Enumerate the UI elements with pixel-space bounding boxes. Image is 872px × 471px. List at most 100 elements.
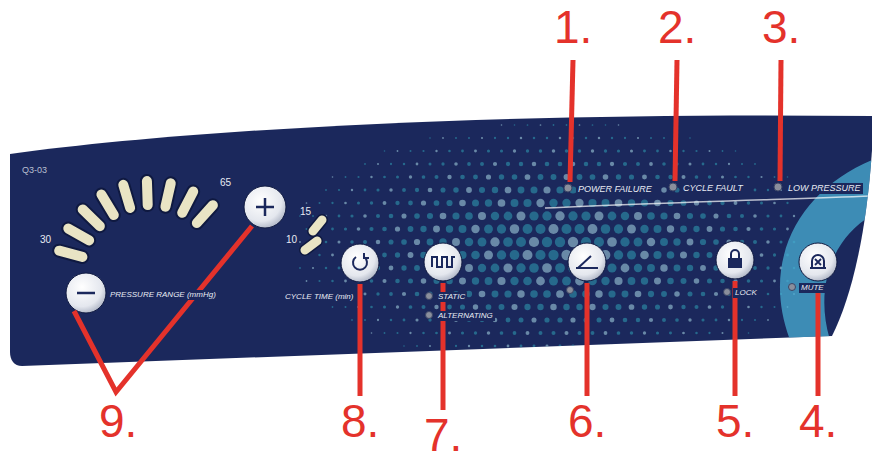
halftone-dot	[617, 331, 621, 335]
halftone-dot	[611, 137, 613, 139]
mode-label: ALTERNATING	[436, 311, 495, 321]
halftone-dot	[510, 224, 520, 234]
halftone-dot	[774, 176, 776, 178]
halftone-dot	[741, 319, 743, 321]
halftone-dot	[550, 304, 556, 310]
halftone-dot	[555, 263, 565, 273]
halftone-dot	[409, 332, 411, 334]
halftone-dot	[389, 266, 394, 271]
halftone-dot	[460, 304, 465, 309]
halftone-dot	[578, 149, 581, 152]
halftone-dot	[465, 212, 473, 220]
halftone-dot	[510, 250, 520, 260]
halftone-dot	[448, 150, 451, 153]
halftone-dot	[472, 200, 479, 207]
halftone-dot	[591, 149, 594, 152]
halftone-dot	[428, 162, 431, 165]
halftone-dot	[420, 226, 426, 232]
halftone-dot	[647, 212, 655, 220]
halftone-dot	[779, 240, 782, 243]
halftone-dot	[527, 124, 529, 126]
halftone-dot	[513, 149, 516, 152]
halftone-dot	[539, 331, 543, 335]
scale-slot-shadow	[182, 192, 193, 213]
halftone-dot	[629, 174, 634, 179]
halftone-dot	[383, 201, 387, 205]
scale-slot-shadow	[123, 185, 130, 208]
halftone-dot	[402, 292, 406, 296]
halftone-dot	[598, 137, 600, 139]
halftone-dot	[504, 290, 511, 297]
halftone-dot	[701, 318, 704, 321]
halftone-dot	[331, 202, 333, 204]
halftone-dot	[688, 162, 691, 165]
halftone-dot	[640, 251, 649, 260]
halftone-dot	[401, 213, 406, 218]
halftone-dot	[465, 264, 473, 272]
halftone-dot	[579, 124, 581, 126]
halftone-dot	[773, 253, 776, 256]
halftone-dot	[441, 162, 444, 165]
halftone-dot	[549, 199, 557, 207]
halftone-dot	[337, 240, 340, 243]
halftone-dot	[687, 239, 694, 246]
halftone-dot	[641, 200, 648, 207]
halftone-dot	[468, 345, 470, 347]
halftone-dot	[526, 358, 528, 360]
halftone-dot	[655, 175, 660, 180]
halftone-dot	[556, 186, 563, 193]
scale-slot	[182, 192, 193, 213]
halftone-dot	[501, 358, 503, 360]
halftone-dot	[662, 318, 666, 322]
halftone-dot	[401, 265, 406, 270]
halftone-dot	[675, 318, 679, 322]
halftone-dot	[741, 163, 743, 165]
halftone-dot	[597, 162, 601, 166]
halftone-dot	[565, 331, 569, 335]
scale-slot-shadow	[59, 251, 82, 257]
halftone-dot	[735, 150, 737, 152]
halftone-dot	[526, 149, 529, 152]
halftone-dot	[452, 212, 459, 219]
halftone-dot	[681, 175, 685, 179]
halftone-dot	[523, 277, 532, 286]
halftone-dot	[434, 305, 438, 309]
halftone-dot	[523, 250, 533, 260]
halftone-dot	[568, 211, 577, 220]
halftone-dot	[325, 241, 328, 244]
scale-slot-shadow	[165, 183, 170, 206]
halftone-dot	[627, 250, 636, 259]
indicator-leds	[426, 183, 796, 319]
halftone-dot	[637, 345, 640, 348]
halftone-dot	[376, 188, 379, 191]
halftone-dot	[668, 305, 673, 310]
halftone-dot	[442, 137, 444, 139]
halftone-dot	[549, 277, 558, 286]
halftone-dot	[429, 345, 431, 347]
halftone-dot	[382, 279, 386, 283]
halftone-dot	[363, 214, 367, 218]
halftone-dot	[460, 175, 465, 180]
indicator-label: LOW PRESSURE	[786, 183, 863, 194]
halftone-dot	[351, 189, 353, 191]
halftone-dot	[700, 265, 706, 271]
halftone-dot	[708, 175, 711, 178]
halftone-dot	[604, 149, 607, 152]
halftone-dot	[640, 225, 648, 233]
halftone-dot	[421, 278, 427, 284]
halftone-dot	[674, 265, 681, 272]
halftone-dot	[461, 150, 464, 153]
control-label: LOCK	[733, 288, 759, 298]
halftone-dot	[487, 149, 490, 152]
halftone-dot	[693, 226, 699, 232]
callout-number: 3.	[762, 4, 800, 50]
halftone-dot	[562, 199, 570, 207]
transport-button	[568, 243, 606, 281]
halftone-dot	[507, 137, 509, 139]
halftone-dot	[635, 291, 642, 298]
halftone-dot	[556, 290, 564, 298]
halftone-dot	[542, 237, 552, 247]
halftone-dot	[345, 176, 347, 178]
halftone-dot	[740, 214, 744, 218]
halftone-dot	[455, 137, 457, 139]
